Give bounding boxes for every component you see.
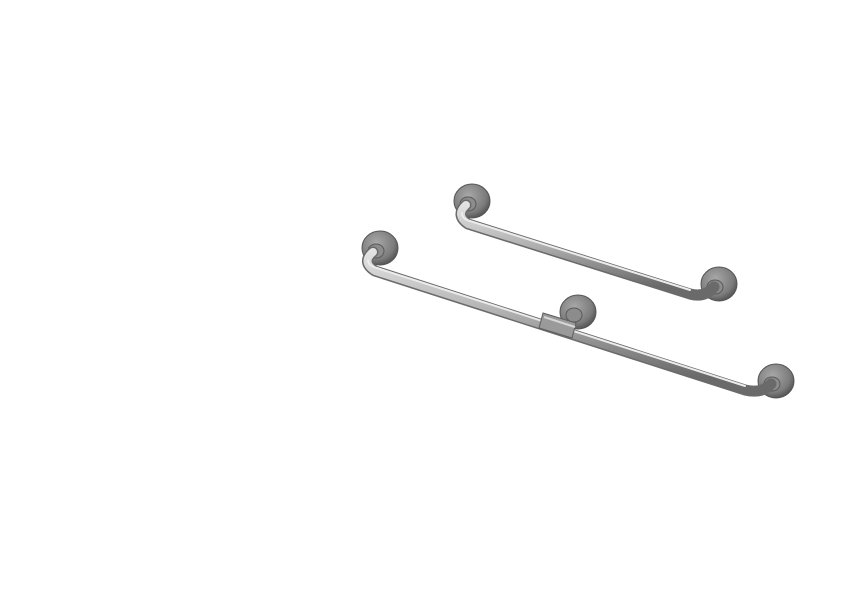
tube xyxy=(455,199,720,301)
short-grab-bar xyxy=(453,183,738,302)
coupling xyxy=(538,312,577,339)
long-grab-bar xyxy=(361,230,795,399)
